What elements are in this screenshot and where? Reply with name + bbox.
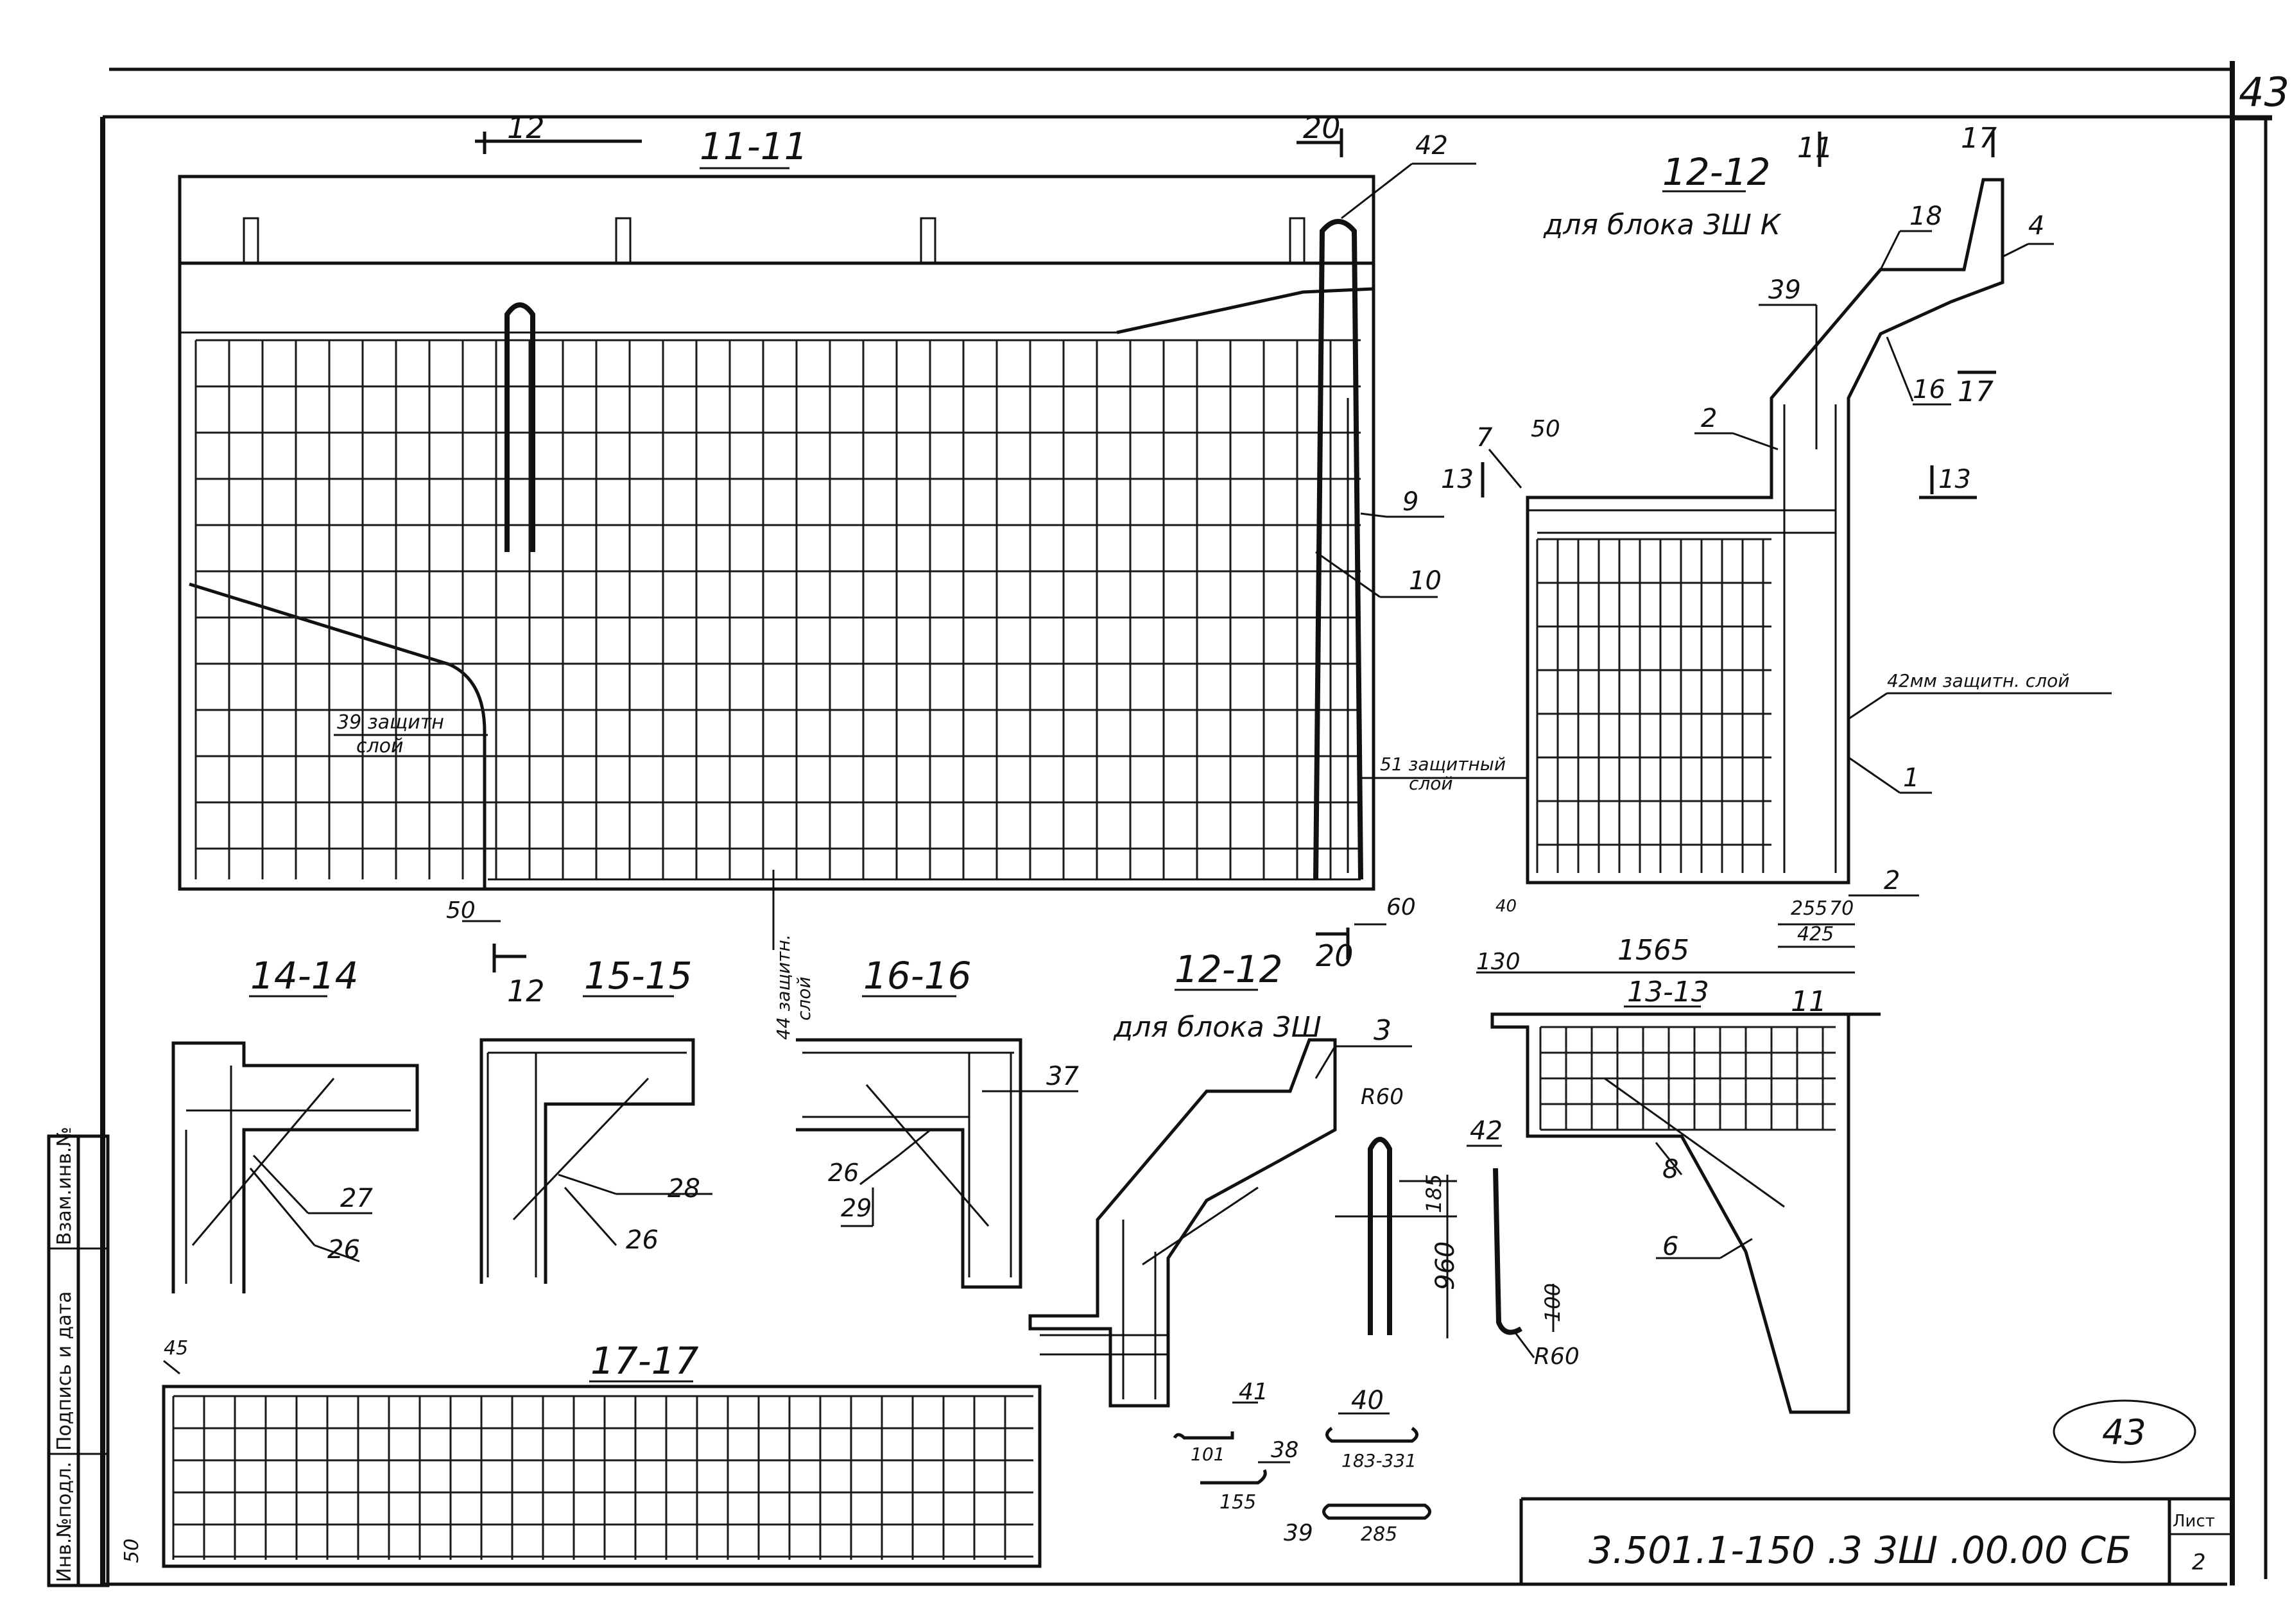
s11-dim-60: 60	[1386, 894, 1416, 920]
sheet-number: 2	[2192, 1550, 2206, 1575]
s12-dim-40: 40	[1495, 897, 1517, 916]
s11-cover-right-b: слой	[1409, 773, 1453, 794]
s12-cut-17: 17	[1961, 122, 1997, 155]
s12-cut-11: 11	[1797, 132, 1833, 164]
s11-title: 11-11	[700, 125, 808, 168]
section-11-11: 12 11-11 20 42 9 10 39 защитн слой 51 за…	[178, 110, 1528, 1040]
side-stamp-inv-no: Инв.№подл.	[53, 1462, 76, 1582]
document-code: 3.501.1-150 .3 3Ш .00.00 СБ	[1589, 1528, 2132, 1572]
s11-cover-left-a: 39 защитн	[337, 711, 444, 734]
s13-pos-8: 8	[1662, 1155, 1678, 1184]
s12-cover-right: 42мм защитн. слой	[1887, 670, 2069, 691]
sheet-frame	[100, 61, 2272, 1586]
side-stamp: Взам.инв.№ Подпись и дата Инв.№подл.	[47, 1127, 110, 1587]
s12b-subtitle: для блока 3Ш	[1113, 1011, 1322, 1044]
s16-pos-26: 26	[828, 1159, 859, 1187]
sheet-label: Лист	[2173, 1512, 2215, 1531]
s11-cover-bottom-a: 44 защитн.	[773, 934, 794, 1040]
s13-title: 13-13	[1627, 976, 1709, 1008]
s11-cut-right: 20	[1303, 110, 1341, 145]
s12-cut-13b: 13	[1938, 465, 1971, 494]
s12-dim-255: 255	[1791, 897, 1827, 920]
detail-42: 42	[1470, 1116, 1503, 1146]
s12b-pos-3: 3	[1374, 1014, 1392, 1047]
section-12-12-3sh: 12-12 для блока 3Ш 3	[1028, 947, 1412, 1408]
s12-cut-17b: 17	[1958, 376, 1994, 408]
side-stamp-replace-inv: Взам.инв.№	[53, 1127, 76, 1245]
s11-rebar-grid	[194, 339, 1361, 879]
s12-pos-4: 4	[2028, 211, 2044, 241]
s12-dim-130: 130	[1476, 949, 1521, 975]
s17-dim-50: 50	[121, 1539, 143, 1563]
bar-details: R60 185 960 42 100 R60 41 101 40 183-331…	[1173, 1084, 1580, 1546]
section-16-16: 16-16 37 26 29	[796, 954, 1079, 1289]
s17-dim-45: 45	[164, 1337, 188, 1360]
detail-960: 960	[1431, 1241, 1460, 1290]
s15-title: 15-15	[584, 954, 693, 998]
section-13-13: 13-13 11 8 6	[1490, 976, 1881, 1414]
s11-pos-42: 42	[1415, 131, 1448, 160]
s11-pos-10: 10	[1409, 566, 1442, 596]
s12-title: 12-12	[1662, 150, 1771, 194]
s16-pos-37: 37	[1046, 1062, 1079, 1091]
s13-rebar-grid	[1539, 1026, 1836, 1131]
s12-pos-7: 7	[1476, 423, 1493, 453]
s11-pos-9: 9	[1402, 487, 1418, 517]
corner-page-number: 43	[2239, 69, 2289, 116]
detail-101: 101	[1191, 1444, 1225, 1465]
detail-183: 183-331	[1341, 1450, 1417, 1471]
s11-cover-bottom-b: слой	[793, 976, 814, 1021]
detail-39: 39	[1284, 1520, 1313, 1546]
s11-cut-left-bottom: 12	[507, 974, 545, 1008]
detail-285: 285	[1361, 1523, 1397, 1546]
detail-38: 38	[1271, 1437, 1298, 1463]
section-12-12-3shk: 12-12 для блока 3Ш К 11 17 18 4 39 16 17…	[1441, 122, 2112, 975]
s12-dim-425: 425	[1797, 923, 1834, 946]
s11-cover-left-b: слой	[356, 735, 404, 757]
detail-41: 41	[1239, 1379, 1268, 1405]
s11-cut-left: 12	[507, 110, 545, 145]
s12-dim-50: 50	[1531, 416, 1560, 442]
s11-dim-50: 50	[446, 897, 476, 924]
s12-dim-1565: 1565	[1617, 934, 1689, 967]
s11-cover-right-a: 51 защитный	[1380, 754, 1506, 775]
stamp-number: 43	[2102, 1412, 2146, 1453]
detail-r60a: R60	[1361, 1084, 1404, 1110]
s12b-title: 12-12	[1175, 947, 1283, 991]
s12-pos-1: 1	[1903, 763, 1919, 793]
s12-dim-70: 70	[1829, 897, 1854, 920]
s12-rebar-grid	[1536, 538, 1771, 873]
title-block: 43 3.501.1-150 .3 3Ш .00.00 СБ Лист 2	[1519, 1399, 2232, 1585]
s16-title: 16-16	[863, 954, 972, 998]
s14-title: 14-14	[250, 954, 359, 998]
detail-40: 40	[1351, 1386, 1384, 1415]
s12-subtitle: для блока 3Ш К	[1543, 209, 1782, 241]
section-15-15: 15-15 28 26	[479, 954, 712, 1284]
s12-pos-16: 16	[1913, 375, 1945, 404]
detail-r60b: R60	[1534, 1343, 1580, 1370]
s12-pos-18: 18	[1909, 202, 1942, 231]
detail-185: 185	[1422, 1174, 1446, 1213]
s16-pos-29: 29	[841, 1194, 872, 1222]
s15-pos-26: 26	[626, 1225, 659, 1255]
s13-pos-6: 6	[1662, 1232, 1678, 1261]
section-14-14: 14-14 27 26	[171, 954, 419, 1293]
s11-cut-right-bottom: 20	[1316, 938, 1354, 973]
s12-pos-2a: 2	[1701, 404, 1717, 433]
s12-cut-13a: 13	[1441, 465, 1474, 494]
s12-pos-39: 39	[1768, 275, 1801, 305]
s14-pos-27: 27	[340, 1184, 373, 1213]
s12-pos-2b: 2	[1884, 866, 1900, 895]
s17-title: 17-17	[590, 1339, 699, 1383]
s17-rebar-grid	[172, 1395, 1033, 1560]
s15-pos-28: 28	[668, 1174, 700, 1204]
detail-155: 155	[1219, 1491, 1256, 1514]
side-stamp-signature-date: Подпись и дата	[53, 1291, 76, 1451]
section-17-17: 17-17 45 50	[121, 1337, 1042, 1568]
